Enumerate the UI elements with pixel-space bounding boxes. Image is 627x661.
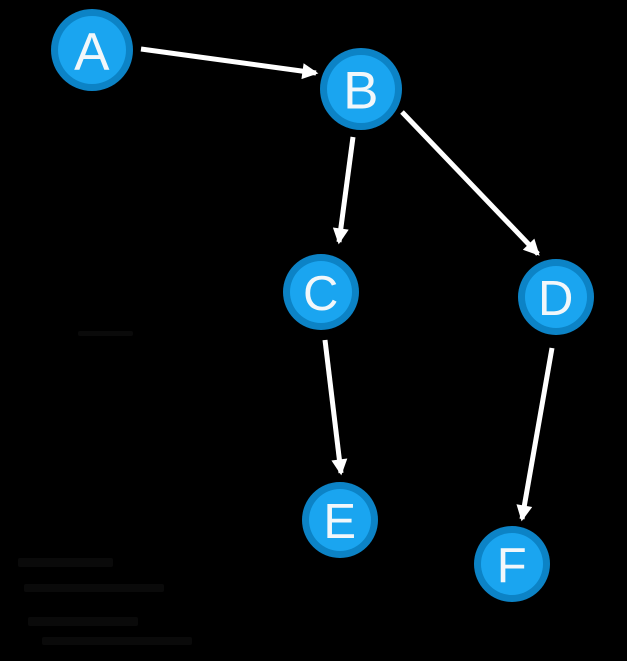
graph-edge-D-F[interactable]: [516, 347, 555, 522]
graph-node-F[interactable]: F: [474, 526, 550, 602]
graph-node-D[interactable]: D: [518, 259, 594, 335]
node-body-C: [290, 261, 352, 323]
graph-edge-B-C[interactable]: [332, 136, 356, 245]
node-body-D: [525, 266, 587, 328]
node-label-A: A: [74, 23, 110, 82]
background-artifact: [28, 617, 138, 626]
background-artifact: [18, 558, 113, 567]
node-body-B: [327, 55, 395, 123]
node-label-C: C: [303, 267, 339, 321]
node-body-A: [58, 16, 126, 84]
graph-edge-C-E[interactable]: [322, 339, 348, 476]
node-body-E: [309, 489, 371, 551]
background-artifact: [78, 331, 133, 336]
node-label-D: D: [538, 272, 574, 326]
background-artifact: [42, 637, 192, 645]
graph-node-A[interactable]: A: [51, 9, 133, 91]
node-label-E: E: [323, 495, 356, 549]
node-label-B: B: [343, 62, 379, 121]
graph-node-C[interactable]: C: [283, 254, 359, 330]
graph-edge-B-D[interactable]: [400, 110, 540, 256]
graph-node-E[interactable]: E: [302, 482, 378, 558]
graph-edge-A-B[interactable]: [140, 46, 319, 80]
graph-node-B[interactable]: B: [320, 48, 402, 130]
background-artifact: [24, 584, 164, 592]
node-body-F: [481, 533, 543, 595]
node-label-F: F: [497, 539, 527, 593]
